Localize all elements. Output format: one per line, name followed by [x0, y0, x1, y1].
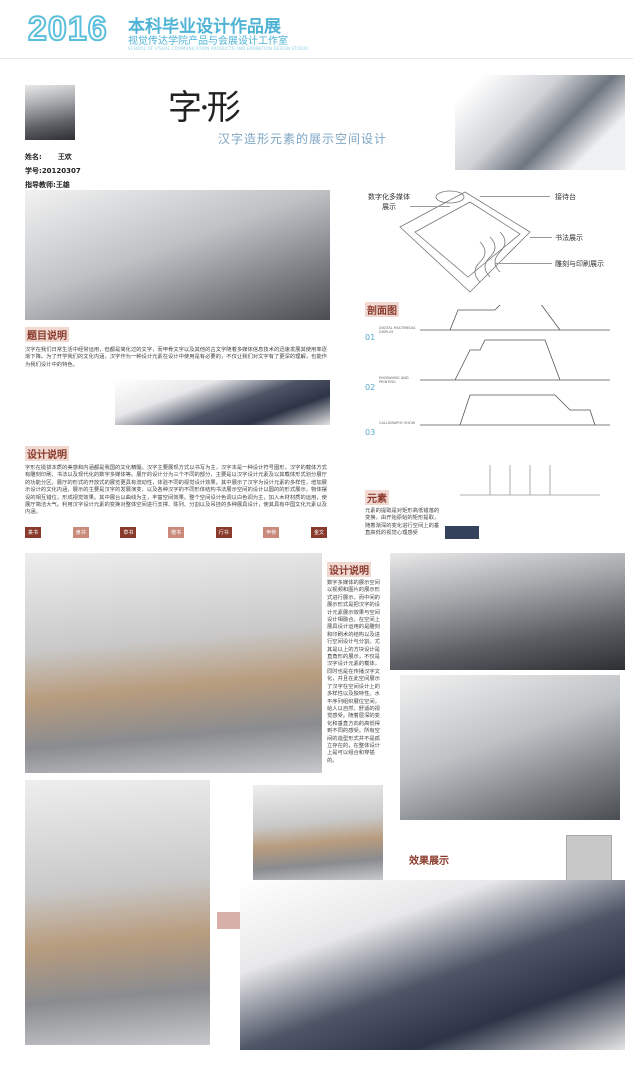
- design-heading: 设计说明: [25, 446, 69, 461]
- header-divider: [0, 58, 633, 59]
- topic-text: 汉字在我们日常生活中经常运用，但都是简化过的文字，而甲骨文字以及其他的古文字随着…: [25, 347, 327, 368]
- tag: 篆书: [25, 527, 42, 538]
- panorama-render: [115, 380, 330, 425]
- interior-render-corridor: [400, 675, 620, 820]
- script-tags: 篆书 隶书 草书 楷书 行书 甲骨 金文: [25, 527, 327, 538]
- interior-render-main: [25, 553, 322, 773]
- tag: 楷书: [167, 527, 184, 538]
- axonometric-diagram: [399, 190, 531, 293]
- name-row: 姓名:王欢: [25, 153, 72, 161]
- header-subtitle: 视觉传达学院产品与会展设计工作室: [128, 36, 288, 47]
- stamp-logo: [217, 912, 245, 929]
- interior-render-small: [253, 785, 383, 880]
- leader-line: [495, 263, 552, 264]
- interior-render-side: [25, 780, 210, 1045]
- leader-line: [410, 206, 450, 207]
- element-color-block: [445, 526, 479, 539]
- header-year: 2016: [27, 9, 108, 49]
- header-english: SCHOOL OF VISUAL COMMUNICATION PRODUCTS …: [128, 46, 309, 51]
- label-reception: 接待台: [555, 193, 576, 201]
- section-03: 03 CALLIGRAPHY SHOW: [365, 421, 416, 437]
- label-carving: 雕刻与印刷展示: [555, 260, 604, 268]
- interior-render-reception: [390, 553, 625, 670]
- section-02: 02 ENGRAVING AND PRINTING: [365, 376, 409, 392]
- tag: 草书: [120, 527, 137, 538]
- student-photo: [25, 85, 75, 140]
- header-title: 本科毕业设计作品展: [128, 17, 281, 37]
- advisor-row: 指导教师:王雄: [25, 181, 70, 189]
- top-render: [455, 75, 625, 170]
- element-heading: 元素: [365, 490, 389, 505]
- tag: 行书: [215, 527, 232, 538]
- id-row: 学号:20120307: [25, 167, 81, 175]
- topic-heading: 题目说明: [25, 327, 69, 342]
- effect-heading: 效果展示: [409, 856, 449, 867]
- project-logo: 字·形: [168, 88, 241, 128]
- tag: 隶书: [72, 527, 89, 538]
- tag: 金文: [310, 527, 327, 538]
- main-exterior-render: [25, 190, 330, 320]
- leader-line: [530, 237, 552, 238]
- section-01: 01 DIGITAL MULTIMEDIA DISPLAY: [365, 326, 416, 342]
- tag: 甲骨: [263, 527, 280, 538]
- design-text: 字形在挺拔本质的美感和内涵都是我国的文化精髓。汉字主要展现方式以书写为主，汉字本…: [25, 465, 327, 516]
- exterior-render-bottom: [240, 880, 625, 1050]
- element-text: 元素的提取是对矩形高低错落的变换，由开始原始的矩形提取，随着渐深的变化进行空间上…: [365, 508, 440, 537]
- section-drawings: [420, 305, 610, 496]
- leader-line: [480, 196, 550, 197]
- design2-heading: 设计说明: [327, 562, 371, 577]
- section-heading: 剖面图: [365, 302, 399, 317]
- label-multimedia: 数字化多媒体 展示: [368, 193, 410, 211]
- design2-text: 数字多媒体的展示空间以视频和图片的展示形式进行展示。而中间的展示形式是把汉字的设…: [327, 580, 380, 764]
- project-title: 汉字造形元素的展示空间设计: [218, 132, 388, 146]
- label-calligraphy: 书法展示: [555, 234, 583, 242]
